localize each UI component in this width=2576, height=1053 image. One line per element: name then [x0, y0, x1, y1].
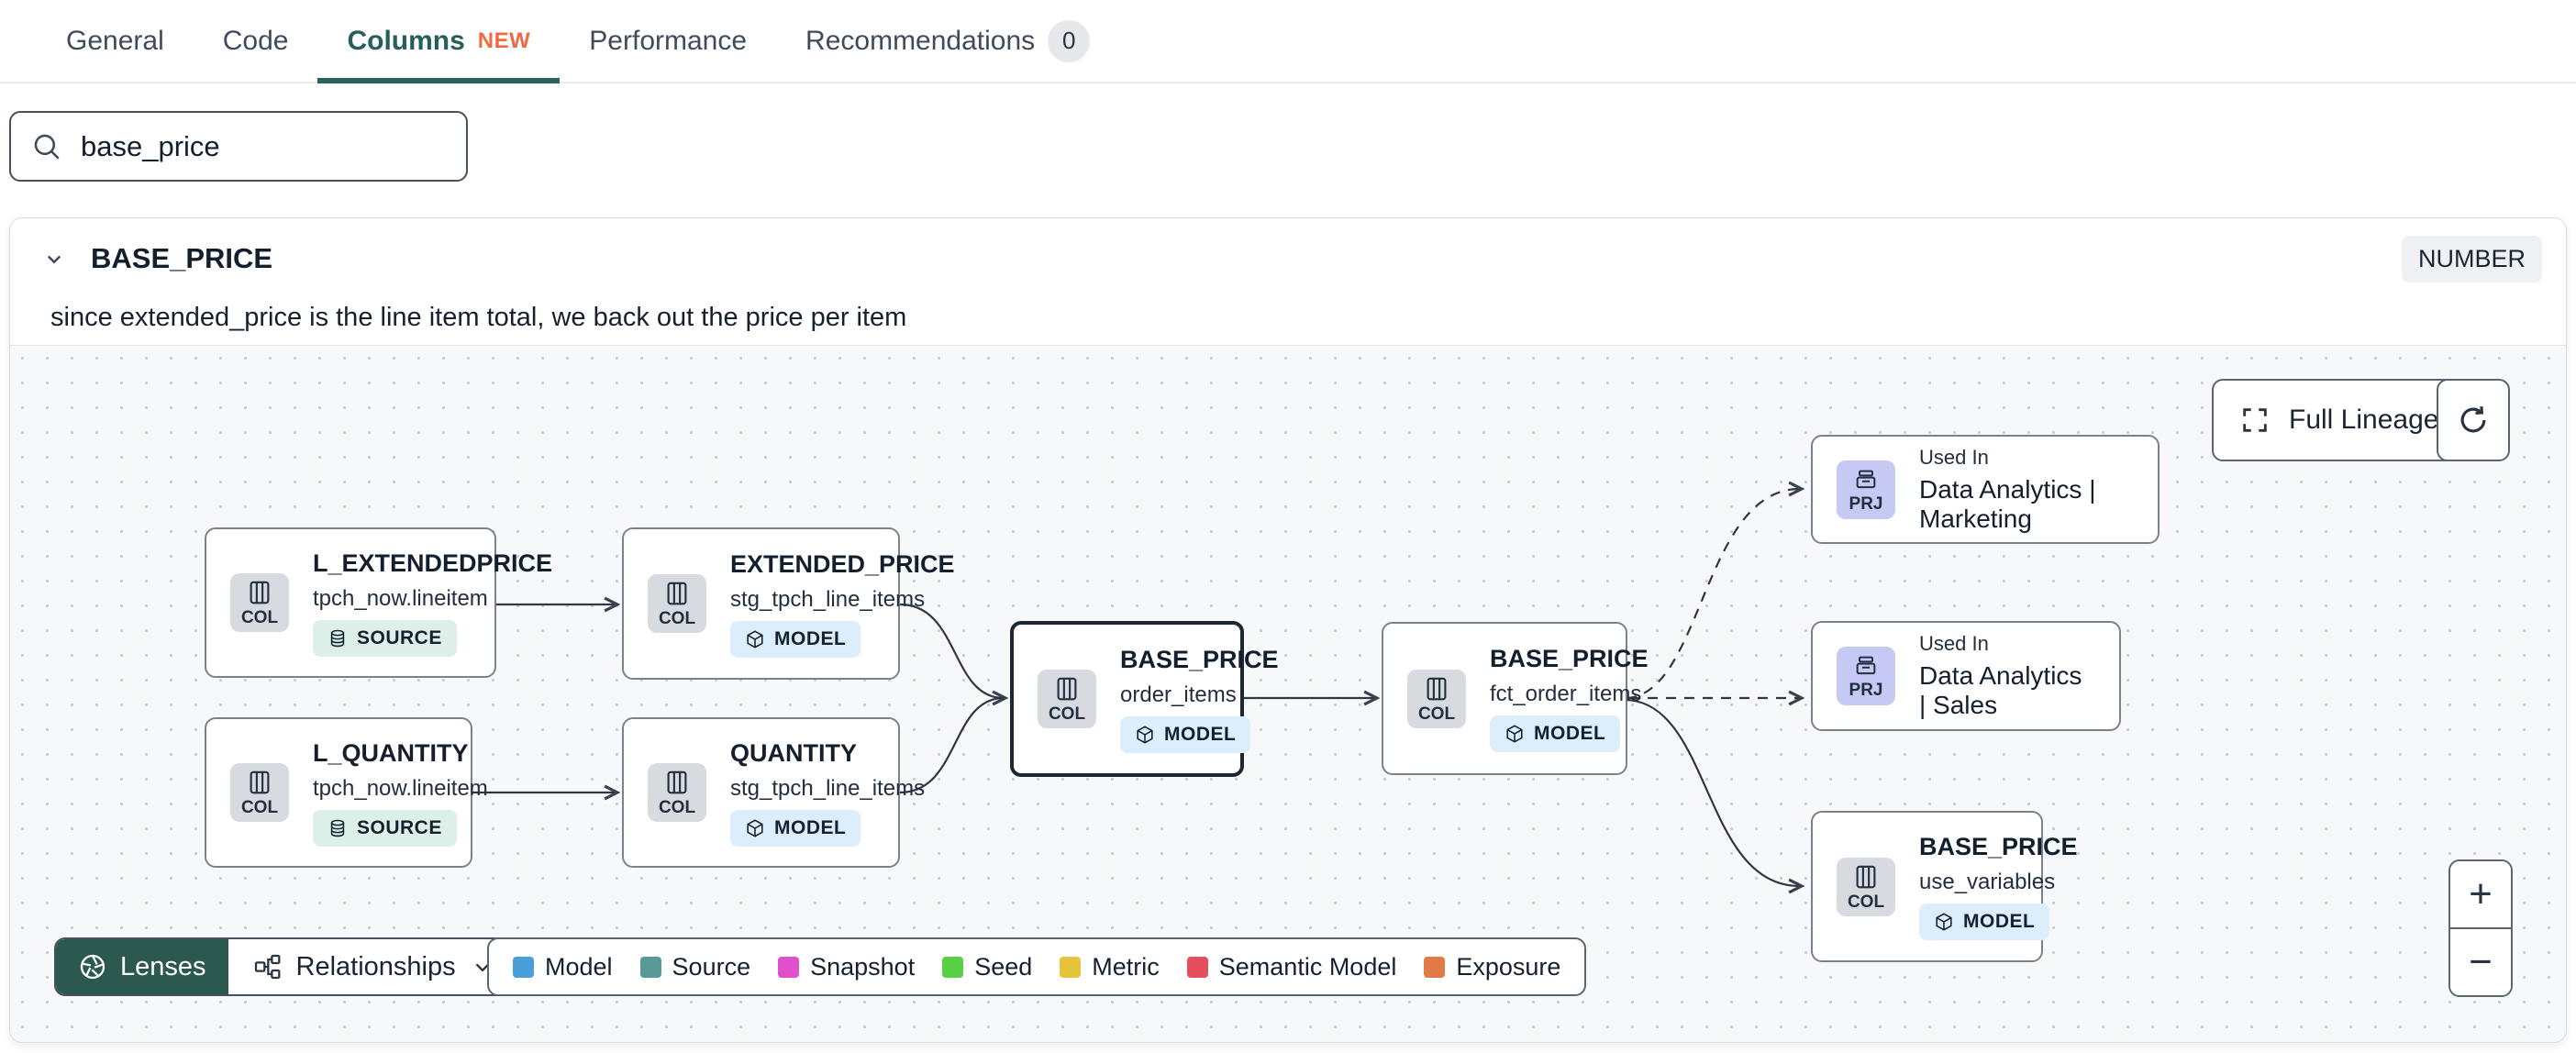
database-icon — [330, 819, 345, 837]
column-kind-icon: COL — [648, 574, 706, 633]
lineage-node-l-quantity[interactable]: COL L_QUANTITY tpch_now.lineitem SOURCE — [205, 717, 488, 868]
lineage-node-base-price-order-items[interactable]: COL BASE_PRICE order_items MODEL — [1010, 621, 1279, 777]
lineage-node-l-extendedprice[interactable]: COL L_EXTENDEDPRICE tpch_now.lineitem SO… — [205, 527, 552, 678]
lineage-legend: Model Source Snapshot Seed Metric Semant… — [487, 937, 1587, 996]
model-badge: MODEL — [1120, 715, 1251, 753]
lineage-node-used-in-marketing[interactable]: PRJ Used In Data Analytics | Marketing — [1811, 435, 2160, 544]
column-kind-icon: COL — [1837, 857, 1895, 916]
project-kind-icon: PRJ — [1837, 460, 1895, 519]
model-badge: MODEL — [730, 620, 861, 658]
tab-performance[interactable]: Performance — [589, 25, 748, 56]
recommendations-count-badge: 0 — [1048, 19, 1091, 62]
tab-recommendations[interactable]: Recommendations 0 — [776, 0, 1119, 82]
legend-swatch — [778, 956, 800, 978]
model-badge: MODEL — [1919, 903, 2050, 940]
legend-swatch — [1424, 956, 1446, 978]
tab-code[interactable]: Code — [222, 25, 289, 56]
new-badge: NEW — [477, 28, 531, 53]
lineage-node-extended-price[interactable]: COL EXTENDED_PRICE stg_tpch_line_items M… — [622, 527, 955, 680]
legend-item-semantic-model: Semantic Model — [1186, 953, 1396, 981]
project-kind-icon: PRJ — [1837, 647, 1895, 705]
column-type-badge: NUMBER — [2401, 235, 2542, 283]
lineage-node-base-price-fct-order-items[interactable]: COL BASE_PRICE fct_order_items MODEL — [1382, 622, 1649, 775]
cube-icon — [1506, 725, 1523, 743]
column-description: since extended_price is the line item to… — [50, 303, 907, 332]
legend-swatch — [1060, 956, 1082, 978]
lens-icon — [80, 954, 105, 980]
refresh-icon — [2460, 406, 2486, 433]
relationships-icon — [254, 954, 280, 980]
legend-swatch — [1186, 956, 1208, 978]
expand-icon — [2243, 408, 2267, 432]
tab-columns[interactable]: Columns NEW — [317, 0, 561, 83]
legend-swatch — [639, 956, 661, 978]
legend-item-source: Source — [639, 953, 750, 981]
column-kind-icon: COL — [1038, 670, 1096, 728]
search-icon — [31, 131, 62, 162]
database-icon — [330, 629, 345, 647]
lineage-node-base-price-use-variables[interactable]: COL BASE_PRICE use_variables MODEL — [1811, 811, 2078, 962]
column-name: BASE_PRICE — [91, 242, 273, 274]
relationships-dropdown[interactable]: Relationships — [228, 939, 518, 994]
cube-icon — [747, 629, 763, 648]
legend-item-snapshot: Snapshot — [778, 953, 915, 981]
source-badge: SOURCE — [313, 809, 457, 847]
full-lineage-button[interactable]: Full Lineage — [2212, 379, 2467, 461]
lenses-button[interactable]: Lenses — [56, 939, 228, 994]
source-badge: SOURCE — [313, 619, 457, 657]
column-kind-icon: COL — [230, 763, 289, 822]
column-kind-icon: COL — [230, 573, 289, 632]
tab-bar: General Code Columns NEW Performance Rec… — [0, 0, 2576, 83]
legend-item-metric: Metric — [1060, 953, 1160, 981]
zoom-control: + − — [2448, 859, 2513, 997]
chevron-down-icon — [475, 963, 489, 972]
column-kind-icon: COL — [1407, 669, 1466, 728]
tab-general[interactable]: General — [66, 25, 164, 56]
legend-item-model: Model — [513, 953, 613, 981]
lineage-edges — [472, 346, 2567, 1043]
column-card: BASE_PRICE NUMBER since extended_price i… — [9, 217, 2567, 1043]
search-input[interactable] — [81, 129, 446, 163]
lineage-node-used-in-sales[interactable]: PRJ Used In Data Analytics | Sales — [1811, 621, 2121, 731]
legend-item-seed: Seed — [942, 953, 1032, 981]
legend-swatch — [513, 956, 534, 978]
refresh-button[interactable] — [2437, 379, 2510, 461]
legend-swatch — [942, 956, 964, 978]
lineage-toolbar: Lenses Relationships — [54, 937, 520, 996]
model-badge: MODEL — [730, 809, 861, 847]
cube-icon — [1936, 913, 1952, 931]
zoom-in-button[interactable]: + — [2450, 861, 2511, 929]
zoom-out-button[interactable]: − — [2450, 929, 2511, 995]
lineage-node-quantity[interactable]: COL QUANTITY stg_tpch_line_items MODEL — [622, 717, 925, 868]
column-kind-icon: COL — [648, 763, 706, 822]
cube-icon — [747, 818, 763, 837]
lineage-canvas[interactable]: COL L_EXTENDEDPRICE tpch_now.lineitem SO… — [10, 345, 2567, 1043]
column-search[interactable] — [9, 111, 468, 182]
cube-icon — [1137, 725, 1153, 744]
model-badge: MODEL — [1490, 715, 1621, 752]
legend-item-exposure: Exposure — [1424, 953, 1560, 981]
collapse-chevron-icon[interactable] — [34, 245, 74, 272]
